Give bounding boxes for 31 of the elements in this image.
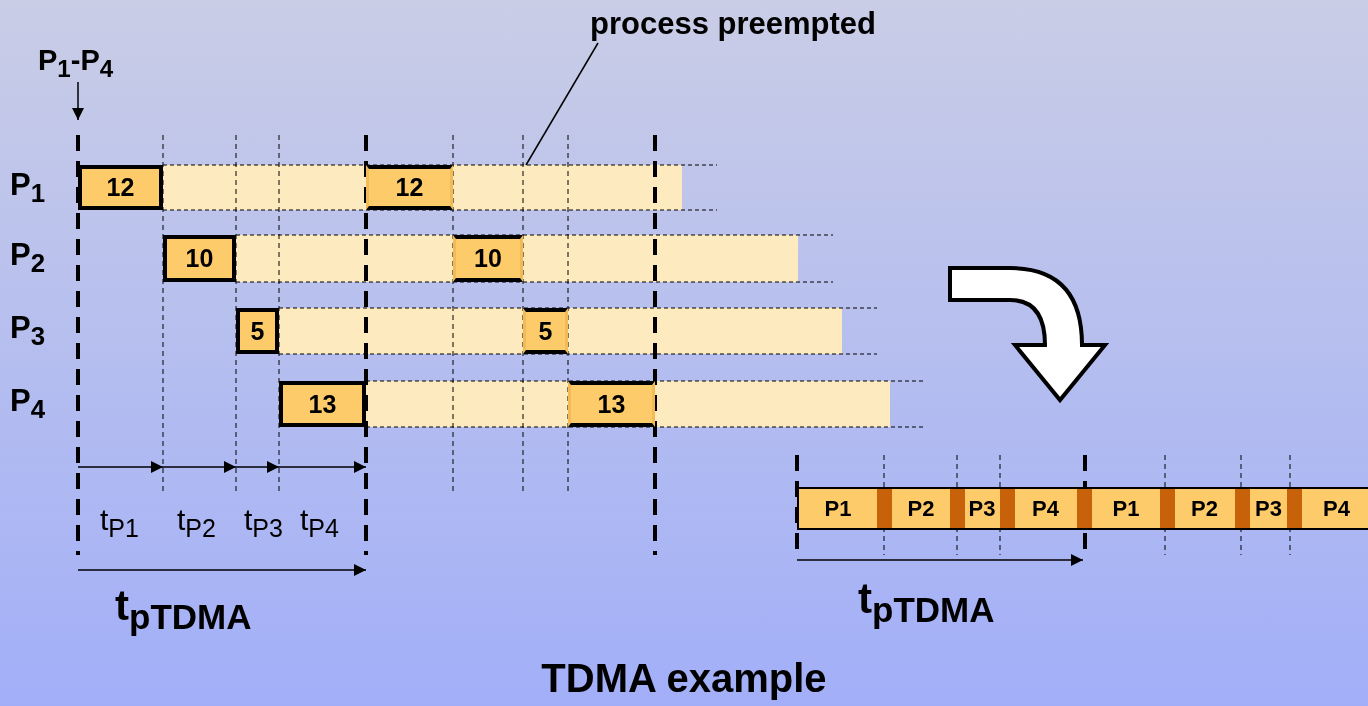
duration-label: t$_{P3}$ <box>244 505 283 541</box>
time-slot: P1 <box>799 489 877 528</box>
process-label: P$_{1}$ <box>10 169 46 207</box>
process-group-label: P$_{1}$-P$_{4}$ <box>38 46 114 81</box>
time-slot: P2 <box>892 489 950 528</box>
caption: TDMA example <box>540 658 828 698</box>
duration-label: t$_{P2}$ <box>177 505 216 541</box>
period-label: t$_{pTDMA}$ <box>858 578 995 628</box>
process-label: P$_{2}$ <box>10 239 46 277</box>
duration-label: t$_{P4}$ <box>300 505 339 541</box>
time-slot: P3 <box>1250 489 1287 528</box>
process-label: P$_{3}$ <box>10 312 46 350</box>
time-slot-bar: 13 <box>279 381 366 427</box>
time-slot: P4 <box>1014 489 1077 528</box>
callout-text: process preempted <box>590 8 876 39</box>
duration-label: t$_{P1}$ <box>100 505 139 541</box>
time-slot: P2 <box>1174 489 1235 528</box>
period-label: t$_{pTDMA}$ <box>115 585 252 635</box>
leader-line <box>525 42 599 166</box>
time-slot-bar: 10 <box>163 235 236 282</box>
process-label: P$_{4}$ <box>10 385 46 423</box>
time-slot-bar: 10 <box>453 235 523 282</box>
time-slot-bar: 5 <box>523 308 568 354</box>
time-slot-bar: 5 <box>236 308 279 354</box>
time-slot-bar: 13 <box>568 381 655 427</box>
time-slot: P4 <box>1301 489 1368 528</box>
waiting-bar <box>278 307 878 355</box>
time-slot: P1 <box>1092 489 1160 528</box>
time-slot-bar: 12 <box>78 165 163 210</box>
time-slot-bar: 12 <box>366 165 453 210</box>
time-slot: P3 <box>964 489 1000 528</box>
